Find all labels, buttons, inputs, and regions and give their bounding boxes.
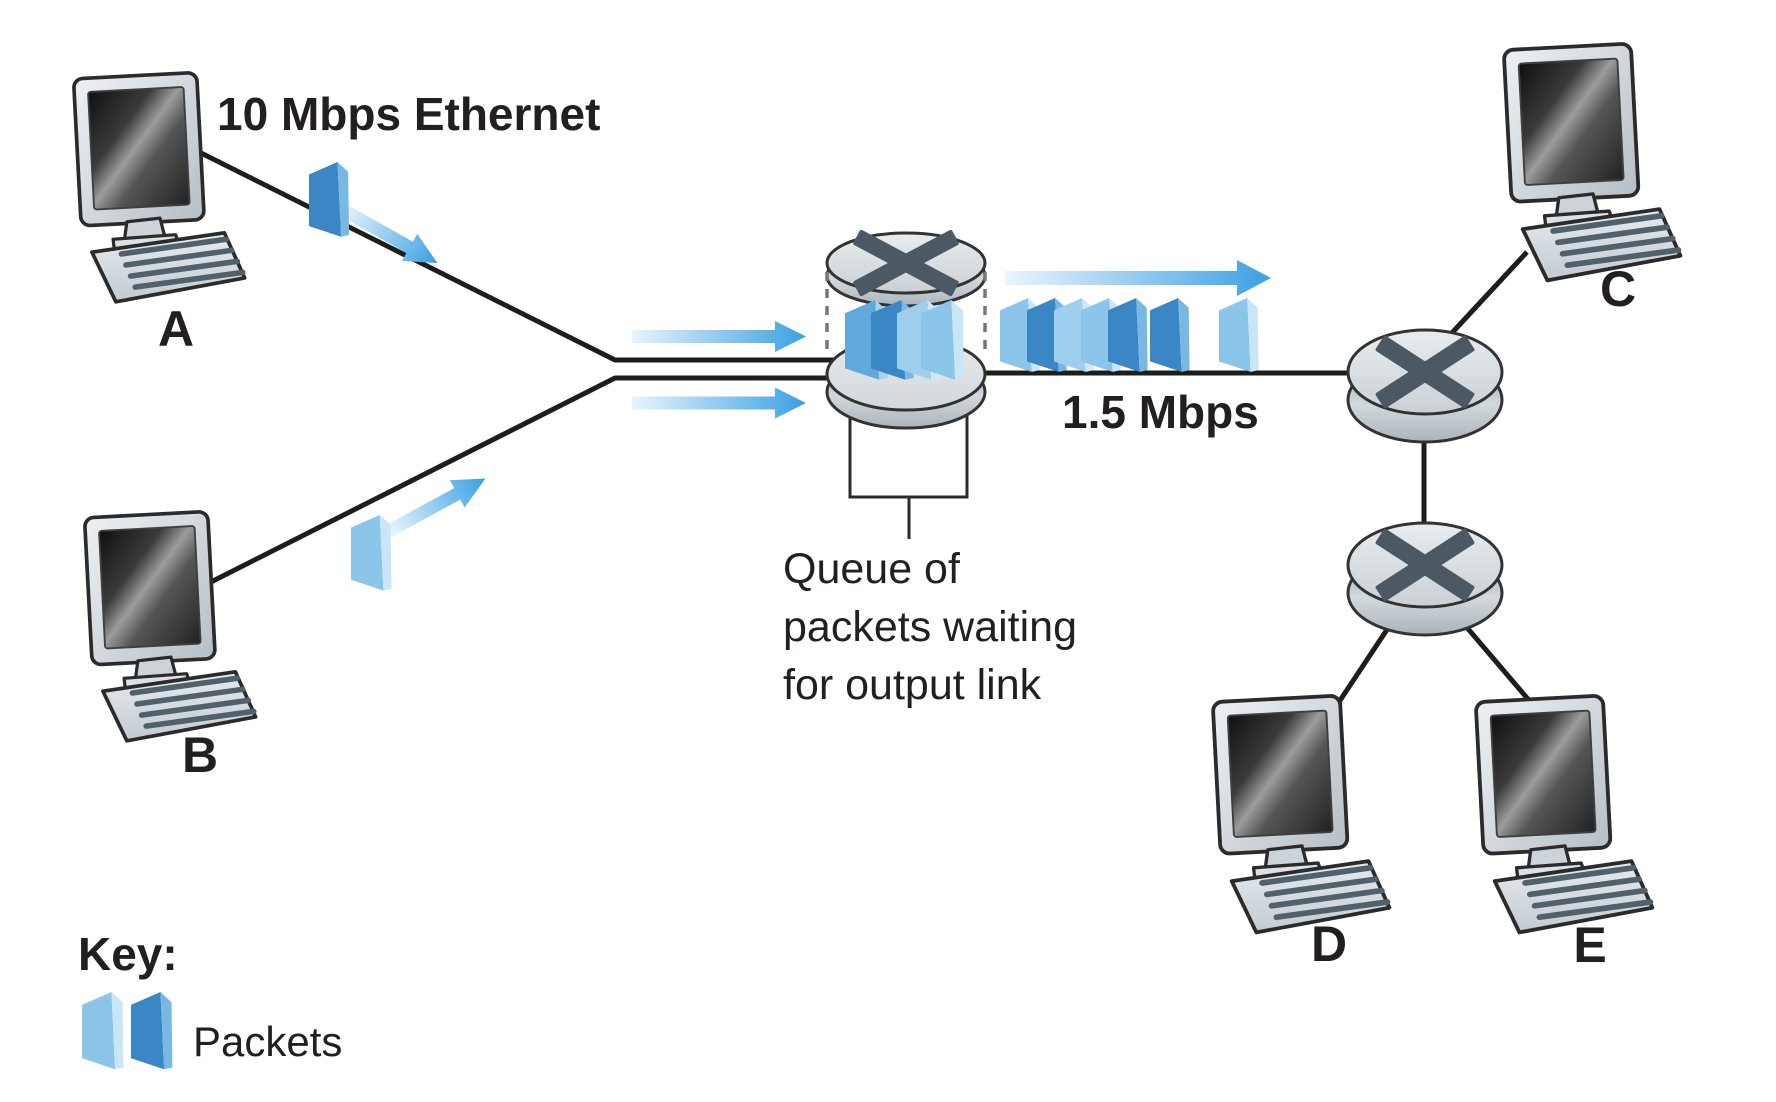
arrow-from-a-icon xyxy=(336,202,438,264)
link-a-to-router xyxy=(193,147,850,363)
link-router2-to-c xyxy=(1448,250,1529,337)
host-e-computer-icon xyxy=(1476,696,1653,933)
router-central xyxy=(825,229,987,430)
key-packets-label: Packets xyxy=(193,1018,342,1065)
queue-packets xyxy=(845,300,964,380)
arrow-output-link-icon xyxy=(1005,260,1271,296)
host-d-computer-icon xyxy=(1213,696,1390,933)
host-c-computer-icon xyxy=(1504,44,1681,281)
arrow-into-router-lower-icon xyxy=(632,387,806,419)
queue-bracket xyxy=(848,374,969,539)
host-c-label: C xyxy=(1600,261,1636,317)
key-title: Key: xyxy=(78,928,178,980)
label-bottleneck-speed: 1.5 Mbps xyxy=(1062,386,1259,438)
queue-note-line1: Queue of xyxy=(783,545,961,593)
arrow-from-b-icon xyxy=(383,478,486,538)
queue-annotation: Queue of packets waiting for output link xyxy=(783,545,1077,709)
queue-note-line2: packets waiting xyxy=(783,603,1077,651)
host-b-label: B xyxy=(182,727,218,783)
flow-arrows xyxy=(336,202,1271,538)
router-x-icon xyxy=(853,229,959,297)
legend-packet-light-icon xyxy=(82,992,124,1070)
legend-packet-dark-icon xyxy=(131,992,173,1070)
packet-icon xyxy=(921,300,964,380)
queue-dashed-sides xyxy=(825,272,987,356)
router-near-c xyxy=(1346,328,1504,444)
packet-icon xyxy=(1108,298,1148,372)
packet-icon xyxy=(1219,298,1259,372)
queue-note-line3: for output link xyxy=(783,661,1042,709)
label-ethernet-speed: 10 Mbps Ethernet xyxy=(217,88,600,140)
host-a-label: A xyxy=(158,301,194,357)
host-b-computer-icon xyxy=(84,511,255,740)
link-b-to-router xyxy=(203,375,850,588)
arrow-into-router-upper-icon xyxy=(632,321,806,352)
packet-icon xyxy=(1150,298,1190,372)
host-d-label: D xyxy=(1311,916,1347,972)
host-e-label: E xyxy=(1573,917,1606,973)
legend xyxy=(82,992,173,1070)
packet-icon xyxy=(351,515,392,591)
router-near-d-e xyxy=(1346,521,1504,637)
packet-icon xyxy=(309,162,350,237)
